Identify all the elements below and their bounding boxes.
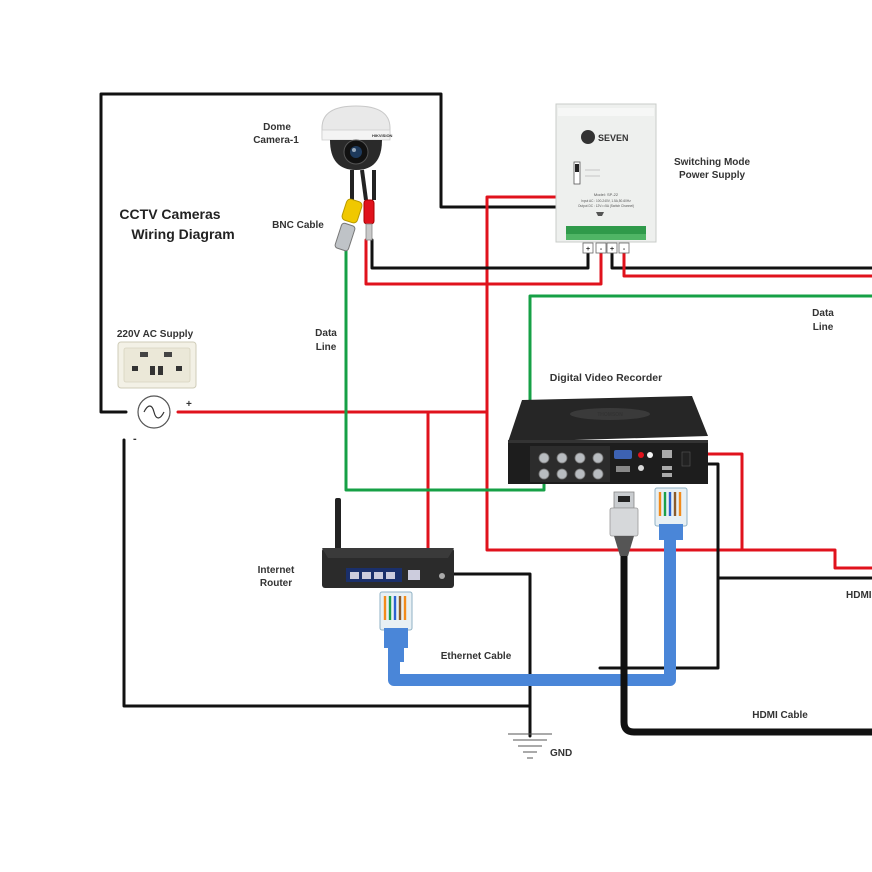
data-line-left-label-2: Line — [316, 342, 337, 353]
plus-sign: + — [186, 399, 192, 410]
dvr-red-wire-b — [740, 548, 872, 570]
dvr-label: Digital Video Recorder — [550, 372, 662, 384]
ac-source-symbol — [137, 395, 171, 429]
router-label-line1: Internet — [258, 565, 295, 576]
ac-live-black-wire — [99, 92, 562, 414]
psu-output: Output DC : 12V==5A (Switch Channel) — [578, 204, 634, 208]
data-line-right-label-1: Data — [812, 308, 834, 319]
psu-brand: SEVEN — [598, 133, 629, 143]
hdmi-cable-label: HDMI Cable — [752, 710, 808, 721]
dome-camera-label-line2: Camera-1 — [253, 135, 299, 146]
psu-terminal-2: - — [600, 246, 603, 253]
hdmi-connector — [609, 491, 639, 556]
psu-out-red-wire — [622, 250, 872, 278]
ac-wall-socket — [117, 341, 197, 389]
digital-video-recorder: THOMSON — [508, 396, 708, 484]
diagram-title-line1: CCTV Cameras — [119, 206, 220, 222]
dome-camera: HIKVISION — [321, 105, 393, 252]
ethernet-cable-path — [388, 534, 676, 686]
ethernet-cable-label: Ethernet Cable — [441, 651, 512, 662]
data-line-left-label-1: Data — [315, 328, 337, 339]
smps-label-line2: Power Supply — [679, 170, 746, 181]
data-line-right-label-2: Line — [813, 322, 834, 333]
diagram-title-line2: Wiring Diagram — [131, 226, 234, 242]
camera-red-power-wire — [364, 238, 603, 286]
dome-camera-label-line1: Dome — [263, 122, 291, 133]
psu-input: Input AC : 100-240V, 1.5A,50-60Hz — [581, 199, 631, 203]
ac-red-wire — [176, 195, 562, 414]
psu-model: Model: SP-22 — [594, 192, 619, 197]
hdmi-cable-path — [620, 548, 872, 736]
rj45-connector-dvr — [654, 487, 688, 540]
dvr-brand: THOMSON — [597, 412, 623, 418]
switching-power-supply: SEVEN Model: SP-22 Input AC : 100-240V, … — [555, 103, 657, 254]
rj45-connector-router — [379, 591, 413, 662]
ground-symbol — [508, 733, 552, 759]
camera-black-power-wire — [370, 238, 590, 270]
psu-terminal-1: + — [586, 246, 590, 253]
camera-brand: HIKVISION — [372, 133, 393, 138]
psu-terminal-4: - — [623, 246, 626, 253]
ac-supply-label: 220V AC Supply — [117, 329, 194, 340]
hdmi-edge-label: HDMI — [846, 590, 872, 601]
minus-sign: - — [133, 433, 137, 445]
gnd-label: GND — [550, 748, 572, 759]
internet-router — [322, 498, 454, 588]
psu-terminal-3: + — [610, 246, 614, 253]
wires — [99, 92, 872, 738]
psu-out-black-wire — [610, 250, 872, 270]
smps-label-line1: Switching Mode — [674, 157, 751, 168]
ground-black-wire — [122, 438, 532, 708]
router-label-line2: Router — [260, 578, 292, 589]
bnc-cable-label: BNC Cable — [272, 220, 324, 231]
